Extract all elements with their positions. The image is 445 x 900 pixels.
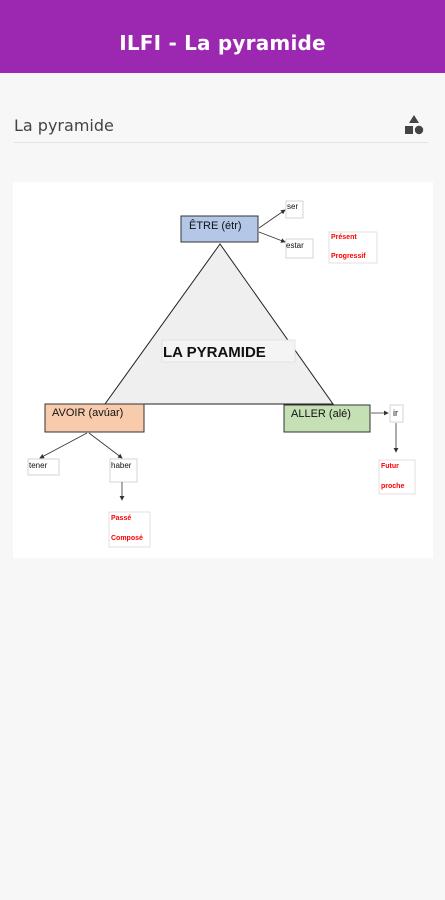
list-item-la-pyramide[interactable]: La pyramide: [14, 108, 428, 143]
avoir-label: AVOIR (avúar): [52, 407, 123, 419]
futur-proche-line1: Futur: [381, 463, 399, 470]
ir-label: ir: [393, 408, 398, 418]
estar-label: estar: [286, 241, 304, 250]
pyramid-triangle: [104, 243, 334, 405]
etre-label: ÊTRE (étr): [189, 219, 242, 232]
present-progressif-line2: Progressif: [331, 253, 366, 260]
present-progressif-line1: Présent: [331, 234, 357, 241]
app-title: ILFI - La pyramide: [119, 31, 326, 55]
ser-label: ser: [287, 202, 298, 211]
haber-label: haber: [111, 461, 132, 470]
avoir-box: [44, 403, 145, 433]
ser-box: [285, 200, 304, 219]
futur-proche-line2: proche: [381, 483, 404, 490]
futur-proche-box: [378, 459, 416, 495]
passe-compose-box: [108, 511, 151, 548]
present-progressif-box: [328, 231, 378, 264]
passe-compose-line1: Passé: [111, 515, 131, 522]
haber-box: [109, 458, 138, 483]
aller-box: [283, 404, 371, 433]
pyramid-diagram: LA PYRAMIDE ÊTRE (étr) AVOIR (avúar) ALL…: [27, 200, 416, 548]
center-label: LA PYRAMIDE: [163, 344, 266, 361]
etre-box: [180, 215, 259, 243]
aller-label: ALLER (alé): [291, 408, 351, 420]
passe-compose-line2: Composé: [111, 535, 143, 542]
estar-box: [285, 238, 314, 259]
app-bar: ILFI - La pyramide: [0, 0, 445, 73]
ir-box: [389, 404, 404, 423]
list-item-label: La pyramide: [14, 116, 114, 135]
tener-label: tener: [29, 461, 48, 470]
diagram-image: LA PYRAMIDE ÊTRE (étr) AVOIR (avúar) ALL…: [13, 182, 433, 558]
shapes-icon[interactable]: [402, 113, 426, 137]
center-label-box: [161, 339, 296, 363]
tener-box: [27, 458, 60, 476]
